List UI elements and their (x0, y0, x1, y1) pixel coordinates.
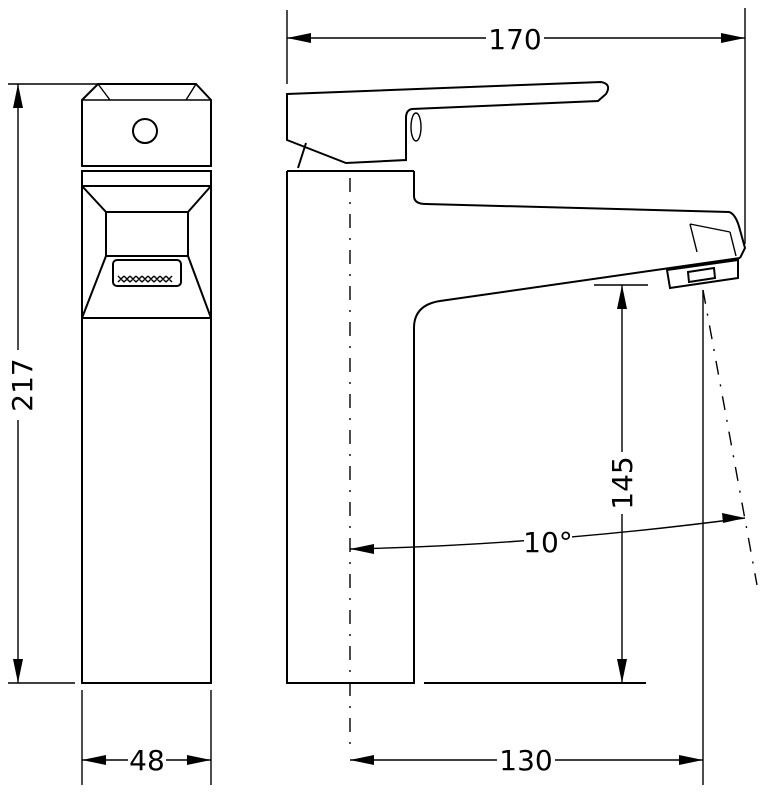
side-handle-pivot (410, 112, 422, 142)
front-body (81, 170, 212, 684)
side-spout-top (413, 171, 747, 259)
spout-height-label: 145 (606, 456, 639, 509)
dimension-angle: 10° (349, 513, 746, 559)
overall-width-label: 170 (488, 23, 541, 56)
dimension-48: 48 (81, 690, 212, 785)
spout-reach-label: 130 (499, 744, 552, 777)
dimension-217: 217 (6, 83, 100, 684)
base-width-label: 48 (129, 744, 165, 777)
side-view (286, 80, 758, 750)
overall-height-label: 217 (6, 358, 39, 411)
dimension-145: 145 (594, 284, 648, 683)
side-aerator (665, 258, 739, 290)
front-lever-cap (81, 83, 212, 167)
spout-angle-label: 10° (523, 526, 573, 559)
front-lever-screw (132, 118, 158, 144)
dimension-170: 170 (286, 8, 746, 244)
side-handle-skirt (297, 142, 307, 169)
front-spout-outline (81, 185, 212, 319)
side-handle (286, 80, 610, 165)
front-view (81, 83, 212, 684)
flow-line (702, 289, 758, 586)
side-body (286, 170, 741, 684)
front-lever-cap-edge (82, 83, 211, 101)
front-aerator-mesh (117, 275, 173, 283)
front-aerator (112, 259, 182, 287)
dimension-130: 130 (350, 290, 704, 785)
side-spout-tip (689, 223, 737, 257)
